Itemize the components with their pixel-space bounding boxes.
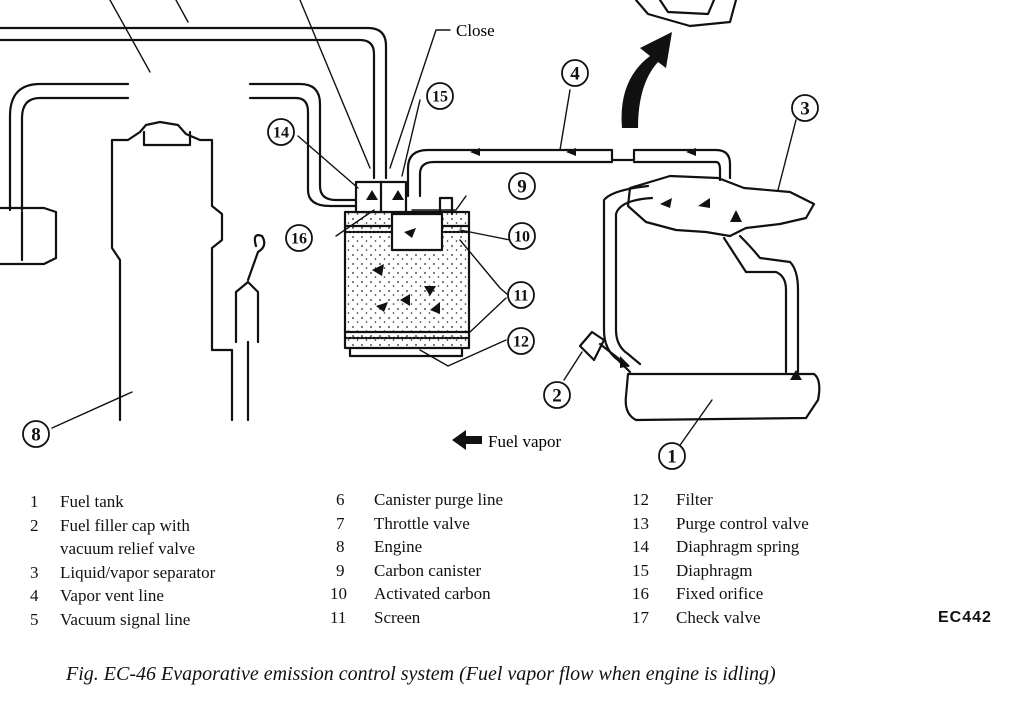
close-label: Close bbox=[456, 21, 495, 40]
callout-12: 12 bbox=[513, 334, 529, 351]
callout-10: 10 bbox=[514, 229, 530, 246]
figure-code: EC442 bbox=[938, 609, 992, 626]
callout-15: 15 bbox=[432, 89, 448, 106]
callout-11: 11 bbox=[513, 288, 528, 305]
fuel-vapor-label: Fuel vapor bbox=[488, 432, 562, 451]
flow-arrow-icon bbox=[621, 32, 672, 128]
legend-item-continuation: vacuum relief valve bbox=[60, 539, 195, 558]
callout-14: 14 bbox=[273, 125, 289, 142]
vacuum-signal-line bbox=[0, 26, 388, 180]
callout-16: 16 bbox=[291, 231, 307, 248]
engine-outline bbox=[110, 120, 234, 422]
callout-8: 8 bbox=[31, 425, 41, 446]
vapor-vent-line bbox=[406, 148, 732, 198]
callout-9: 9 bbox=[517, 177, 527, 198]
canister-purge-line bbox=[0, 38, 376, 180]
purge-hose bbox=[20, 96, 130, 212]
callout-1: 1 bbox=[667, 447, 677, 468]
emission-system-diagram: 1 2 3 4 8 9 10 11 12 14 15 16 Close Fuel… bbox=[0, 0, 821, 470]
fuel-filler-cap bbox=[578, 330, 606, 362]
callout-4: 4 bbox=[570, 64, 580, 85]
fuel-tank bbox=[624, 372, 821, 422]
vapor-flow-arrows bbox=[366, 148, 802, 450]
figure-caption: Fig. EC-46 Evaporative emission control … bbox=[66, 663, 776, 685]
liquid-vapor-separator bbox=[626, 174, 816, 238]
callout-markers bbox=[22, 59, 819, 470]
callout-3: 3 bbox=[800, 99, 810, 120]
callout-2: 2 bbox=[552, 386, 562, 407]
